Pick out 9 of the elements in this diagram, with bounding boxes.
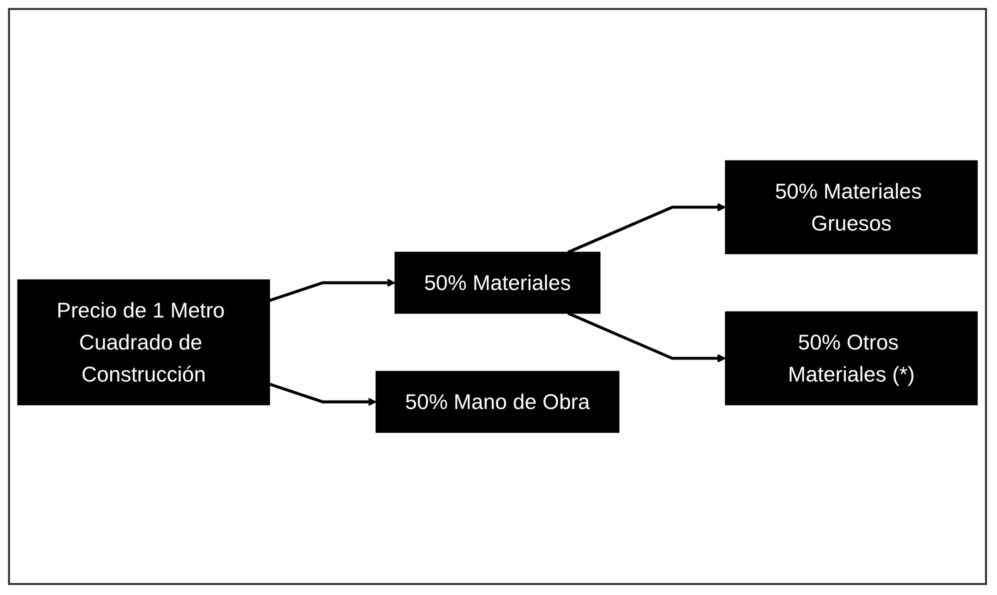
node-box: 50% Mano de Obra — [376, 370, 620, 433]
arrow — [567, 312, 726, 362]
node-box: 50% Otros Materiales (*) — [724, 311, 978, 406]
arrow — [269, 278, 396, 302]
node-box: Precio de 1 Metro Cuadrado de Construcción — [17, 279, 270, 406]
node-box: 50% Materiales Gruesos — [724, 160, 978, 254]
arrow — [567, 202, 726, 254]
arrow — [269, 382, 376, 406]
node-box: 50% Materiales — [394, 252, 600, 314]
